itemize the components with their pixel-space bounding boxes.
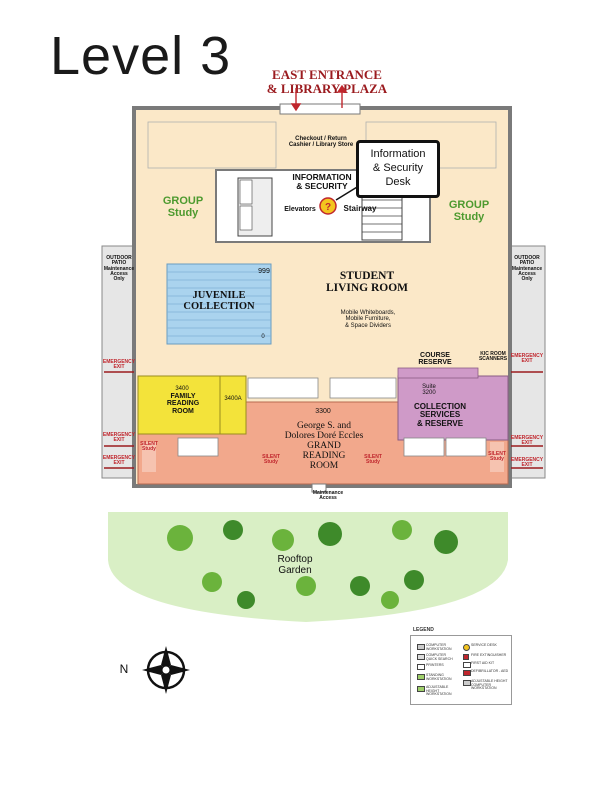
legend-swatch-9 [463,680,471,686]
collection-services-room [397,375,509,441]
student-living-room-label: STUDENT LIVING ROOM [325,270,409,295]
elevators-label: Elevators [284,206,316,213]
suite-3200-label: Suite 3200 [422,384,436,397]
maintenance-access-label: Maintenance Access [312,490,344,502]
juvenile-range-bottom: 0 [261,334,265,340]
room-3300-label: 3300 [315,408,331,415]
emergency-exit-left-3: EMERGENCY EXIT [102,455,136,467]
legend: LEGEND COMPUTER WORKSTATION COMPUTER QUI… [410,628,512,705]
legend-swatch-2 [417,664,425,670]
information-security-label: INFORMATION & SECURITY [292,172,352,191]
legend-item-3: STANDING WORKSTATION [426,673,452,681]
juvenile-range-top: 999 [258,268,270,275]
legend-item-1: COMPUTER QUICK SEARCH [426,653,453,661]
legend-item-4: ADJUSTABLE HEIGHT WORKSTATION [426,685,452,696]
emergency-exit-right-1: EMERGENCY EXIT [510,353,544,365]
legend-item-9: ADJUSTABLE HEIGHT COMPUTER WORKSTATION [471,679,508,690]
living-room-subtitle: Mobile Whiteboards, Mobile Furniture, & … [340,310,396,329]
compass-rose [142,646,190,694]
kic-room-label: KIC ROOM SCANNERS [478,351,508,363]
family-reading-label: FAMILY READING ROOM [166,393,200,415]
stairway-label: Stairway [343,204,377,213]
family-reading-number: 3400 [175,386,189,392]
legend-item-0: COMPUTER WORKSTATION [426,643,452,651]
outdoor-patio-right [508,245,546,479]
emergency-exit-right-3: EMERGENCY EXIT [510,457,544,469]
legend-item-8: DEFIBRILLATOR - AED [471,669,509,673]
silent-study-4: SILENT Study [488,451,506,463]
outdoor-patio-left [101,245,137,479]
legend-swatch-3 [417,674,425,680]
silent-study-3: SILENT Study [140,441,158,453]
juvenile-collection-label: JUVENILE COLLECTION [183,290,255,313]
course-reserve-label: COURSE RESERVE [418,352,452,367]
room-3400a-label: 3400A [224,396,242,402]
emergency-exit-left-1: EMERGENCY EXIT [102,359,136,371]
page-title: Level 3 [50,26,232,86]
legend-swatch-5 [463,644,470,651]
east-entrance-label: EAST ENTRANCE & LIBRARY PLAZA [266,67,388,96]
legend-swatch-6 [463,654,469,660]
legend-swatch-7 [463,662,471,668]
garden-trees [167,520,458,609]
legend-item-2: PRINTERS [426,663,444,667]
legend-item-5: SERVICE DESK [471,643,497,647]
silent-study-1: SILENT Study [262,454,280,466]
legend-swatch-0 [417,644,425,650]
legend-swatch-4 [417,686,425,692]
svg-text:?: ? [325,202,331,213]
info-desk-marker [319,197,337,215]
info-security-callout: Information & Security Desk [356,140,440,198]
legend-item-7: FIRST AID KIT [471,661,495,665]
checkout-label: Checkout / Return Cashier / Library Stor… [288,136,354,149]
outdoor-patio-left-label: OUTDOOR PATIO Maintenance Access Only [103,255,135,282]
group-study-right-label: GROUP Study [448,199,490,223]
collection-services-label: COLLECTION SERVICES & RESERVE [414,402,466,428]
outdoor-patio-right-label: OUTDOOR PATIO Maintenance Access Only [511,255,543,282]
north-label: N [119,662,129,676]
legend-title: LEGEND [413,627,434,633]
legend-swatch-8 [463,670,471,676]
grand-reading-room-label: George S. and Dolores Doré Eccles GRAND … [284,421,364,471]
silent-study-2: SILENT Study [364,454,382,466]
legend-item-6: FIRE EXTINGUISHER [471,653,507,657]
room-3400a [219,375,247,435]
emergency-exit-left-2: EMERGENCY EXIT [102,432,136,444]
rooftop-garden-area [108,512,508,622]
emergency-exit-right-2: EMERGENCY EXIT [510,435,544,447]
group-study-left-label: GROUP Study [162,195,204,219]
rooftop-garden-label: Rooftop Garden [277,554,313,576]
legend-swatch-1 [417,654,425,660]
